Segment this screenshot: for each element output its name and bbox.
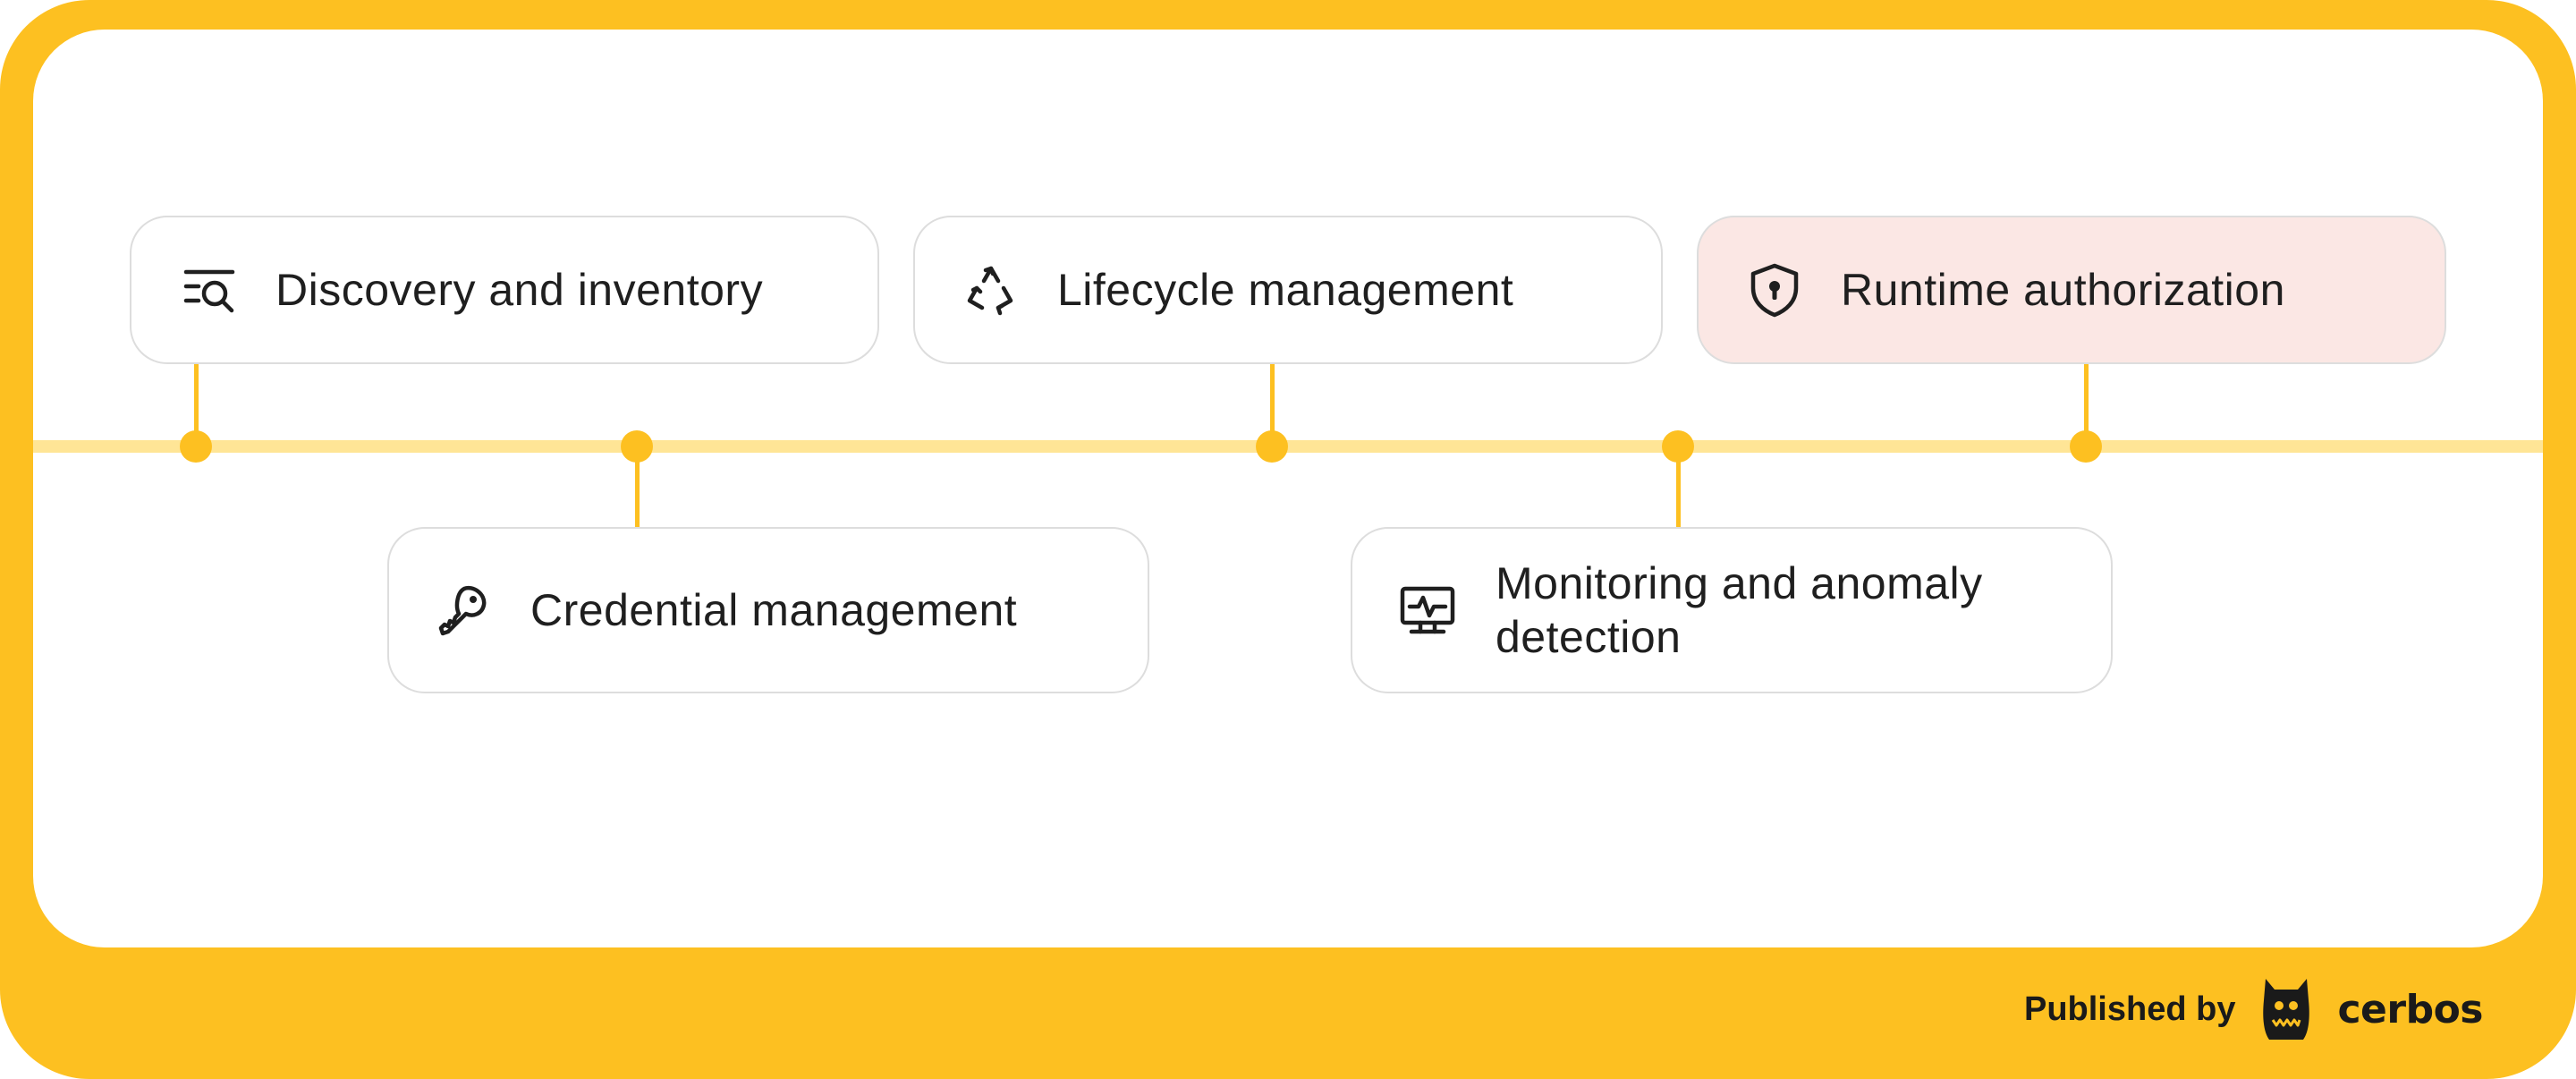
step-label: Credential management — [530, 585, 1018, 635]
step-card-credential: Credential management — [387, 527, 1149, 693]
timeline-dot — [621, 430, 653, 463]
timeline-stem — [194, 363, 199, 446]
monitor-pulse-icon — [1399, 582, 1456, 639]
step-card-runtime-authorization: Runtime authorization — [1697, 216, 2446, 364]
step-label: Discovery and inventory — [275, 265, 764, 315]
diagram-canvas: Discovery and inventory Lifecycle manage… — [33, 30, 2543, 947]
shield-lock-icon — [1746, 261, 1803, 319]
published-by-text: Published by — [2023, 990, 2236, 1028]
step-label: Lifecycle management — [1057, 265, 1514, 315]
timeline-stem — [1676, 446, 1681, 527]
step-card-lifecycle: Lifecycle management — [913, 216, 1663, 364]
cerbos-wordmark: cerbos — [2337, 986, 2483, 1032]
timeline-dot — [2070, 430, 2102, 463]
step-card-discovery: Discovery and inventory — [130, 216, 879, 364]
timeline-line — [33, 440, 2543, 453]
cerbos-monster-logo — [2263, 979, 2310, 1040]
discovery-search-icon — [181, 261, 238, 319]
timeline-stem — [1270, 363, 1275, 446]
recycle-icon — [962, 261, 1020, 319]
step-card-monitoring: Monitoring and anomaly detection — [1351, 527, 2113, 693]
timeline-dot — [1256, 430, 1288, 463]
timeline-stem — [635, 446, 640, 527]
timeline-dot — [1662, 430, 1694, 463]
footer: Published by cerbos — [2024, 973, 2483, 1045]
timeline-stem — [2084, 363, 2089, 446]
timeline-dot — [180, 430, 212, 463]
step-label: Runtime authorization — [1841, 265, 2285, 315]
step-label: Monitoring and anomaly detection — [1496, 558, 1983, 662]
key-icon — [434, 582, 491, 639]
